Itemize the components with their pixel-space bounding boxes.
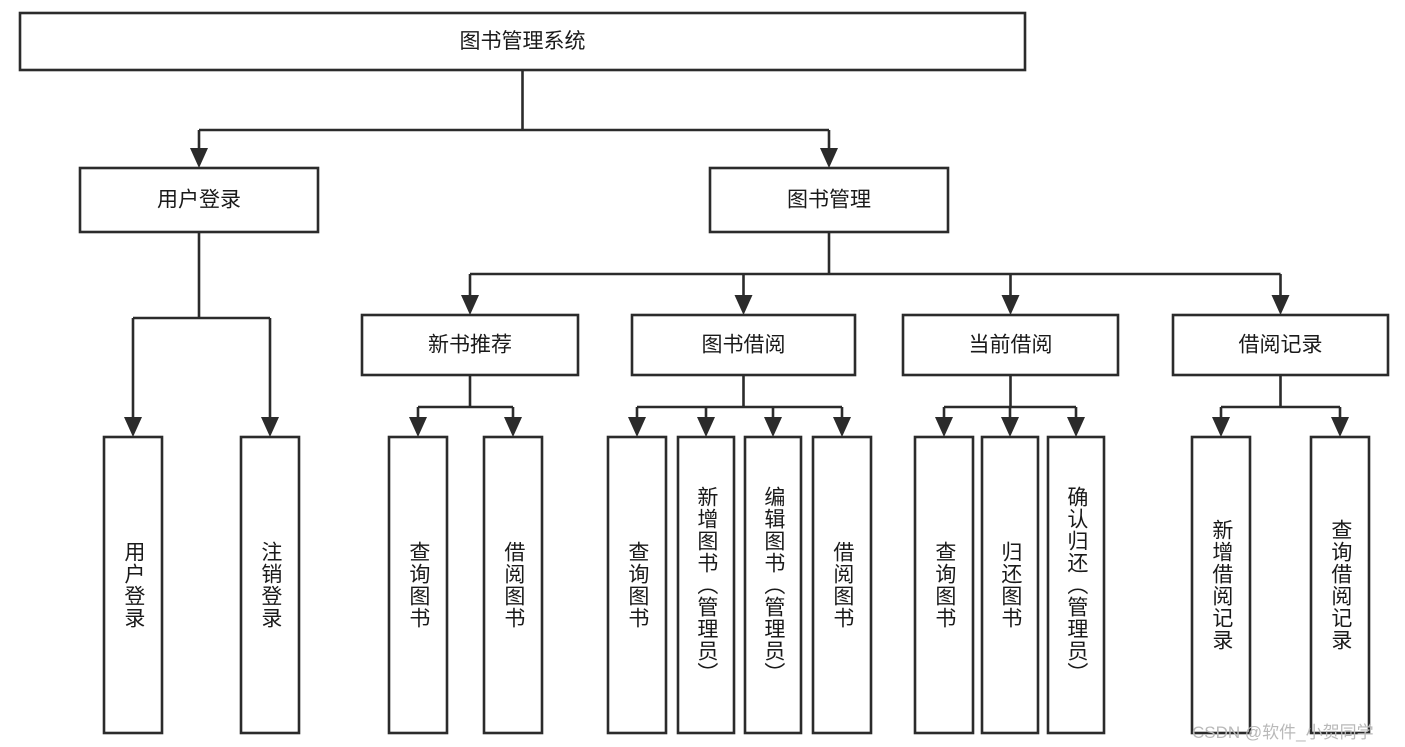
leaf-node[interactable] bbox=[1190, 435, 1252, 735]
arrow-head-icon bbox=[1271, 295, 1290, 315]
leaf-node[interactable] bbox=[743, 435, 803, 735]
arrow-head-icon bbox=[124, 417, 142, 437]
arrow-head-icon bbox=[461, 295, 479, 315]
leaf-node[interactable] bbox=[387, 435, 449, 735]
level3-node[interactable]: 借阅记录 bbox=[1171, 313, 1390, 377]
level3-label: 借阅记录 bbox=[1239, 334, 1323, 357]
arrow-head-icon bbox=[833, 417, 851, 437]
leaf-node[interactable] bbox=[913, 435, 975, 735]
leaf-node[interactable] bbox=[811, 435, 873, 735]
level3-box[interactable] bbox=[360, 313, 580, 377]
arrow-head-icon bbox=[1331, 417, 1349, 437]
leaf-box[interactable] bbox=[676, 435, 736, 735]
root-label: 图书管理系统 bbox=[460, 30, 586, 53]
arrow-head-icon bbox=[697, 417, 715, 437]
arrow-head-icon bbox=[409, 417, 427, 437]
watermark-text: CSDN @软件_小贺同学 bbox=[1192, 723, 1374, 742]
level2-node[interactable]: 图书管理 bbox=[708, 166, 950, 234]
arrow-head-icon bbox=[504, 417, 522, 437]
arrow-head-icon bbox=[190, 148, 208, 168]
level2-node[interactable]: 用户登录 bbox=[78, 166, 320, 234]
level3-box[interactable] bbox=[630, 313, 857, 377]
leaf-node[interactable] bbox=[676, 435, 736, 735]
root-box[interactable] bbox=[18, 11, 1027, 72]
leaf-node[interactable] bbox=[980, 435, 1040, 735]
leaf-box[interactable] bbox=[482, 435, 544, 735]
level2-box[interactable] bbox=[78, 166, 320, 234]
level3-node[interactable]: 图书借阅 bbox=[630, 313, 857, 377]
connector-layer bbox=[124, 70, 1349, 437]
arrow-head-icon bbox=[261, 417, 279, 437]
leaf-node[interactable] bbox=[239, 435, 301, 735]
leaf-box[interactable] bbox=[239, 435, 301, 735]
leaf-node[interactable] bbox=[606, 435, 668, 735]
arrow-head-icon bbox=[935, 417, 953, 437]
leaf-box[interactable] bbox=[606, 435, 668, 735]
leaf-node[interactable] bbox=[1046, 435, 1106, 735]
leaf-node[interactable] bbox=[482, 435, 544, 735]
arrow-head-icon bbox=[1001, 295, 1020, 315]
arrow-head-icon bbox=[820, 148, 838, 168]
level3-label: 当前借阅 bbox=[969, 334, 1053, 357]
leaf-box[interactable] bbox=[811, 435, 873, 735]
leaf-box[interactable] bbox=[387, 435, 449, 735]
arrow-head-icon bbox=[734, 295, 753, 315]
level3-box[interactable] bbox=[901, 313, 1120, 377]
arrow-head-icon bbox=[1067, 417, 1085, 437]
leaf-box[interactable] bbox=[1309, 435, 1371, 735]
level3-node[interactable]: 新书推荐 bbox=[360, 313, 580, 377]
level2-label: 图书管理 bbox=[787, 189, 871, 212]
level3-label: 新书推荐 bbox=[428, 334, 512, 357]
leaf-box[interactable] bbox=[743, 435, 803, 735]
leaf-box[interactable] bbox=[102, 435, 164, 735]
level3-label: 图书借阅 bbox=[702, 334, 786, 357]
level3-box[interactable] bbox=[1171, 313, 1390, 377]
leaf-box[interactable] bbox=[980, 435, 1040, 735]
leaf-box[interactable] bbox=[1046, 435, 1106, 735]
leaf-node[interactable] bbox=[1309, 435, 1371, 735]
level3-node[interactable]: 当前借阅 bbox=[901, 313, 1120, 377]
root-node[interactable]: 图书管理系统 bbox=[18, 11, 1027, 72]
arrow-head-icon bbox=[1212, 417, 1230, 437]
arrow-head-icon bbox=[628, 417, 646, 437]
arrow-head-icon bbox=[1001, 417, 1019, 437]
level2-box[interactable] bbox=[708, 166, 950, 234]
leaf-box[interactable] bbox=[1190, 435, 1252, 735]
leaf-box[interactable] bbox=[913, 435, 975, 735]
arrow-head-icon bbox=[764, 417, 782, 437]
leaf-node[interactable] bbox=[102, 435, 164, 735]
level2-label: 用户登录 bbox=[157, 189, 241, 212]
